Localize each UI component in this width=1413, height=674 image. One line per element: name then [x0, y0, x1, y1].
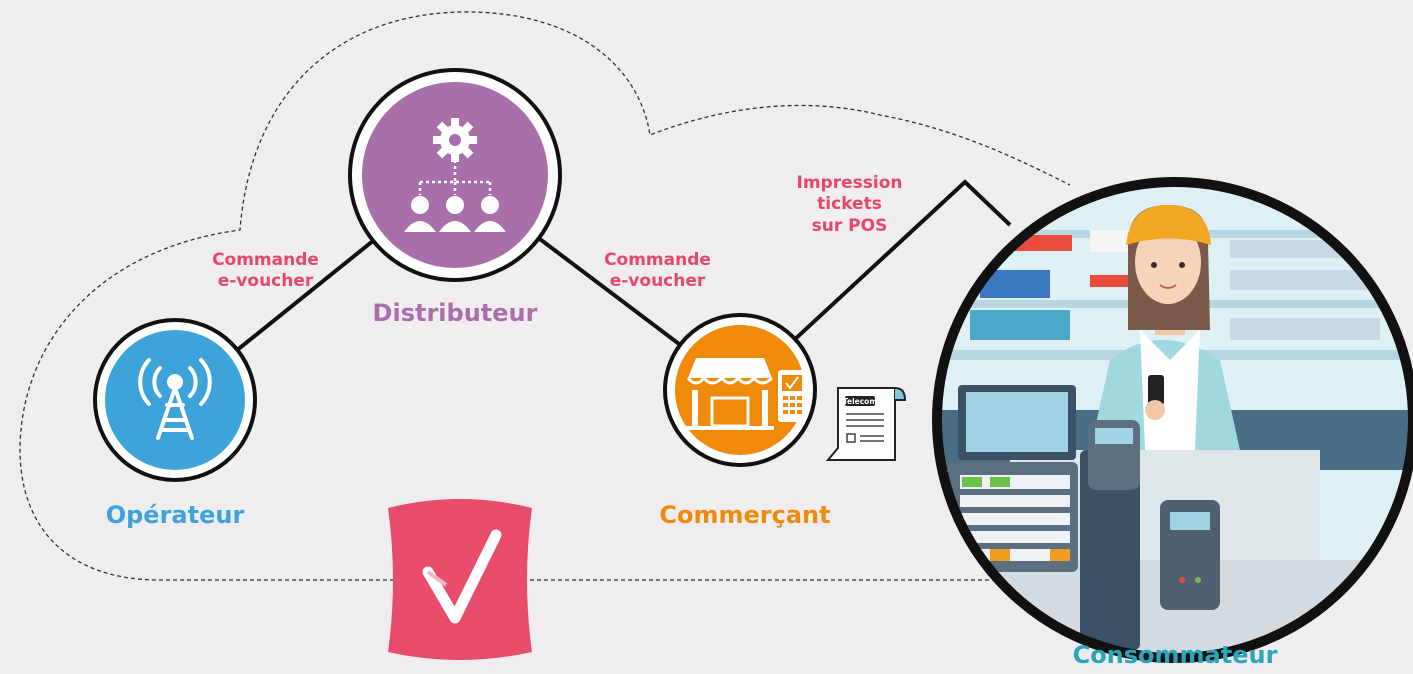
consommateur-label: Consommateur [1072, 641, 1278, 669]
edge-label-dist-comm: Commande e-voucher [580, 250, 735, 293]
edge-label-line: Commande [212, 250, 319, 270]
edge-label-line: sur POS [811, 215, 888, 236]
commercant-node [663, 313, 817, 467]
gear-hierarchy-icon [404, 118, 506, 232]
edge-label-op-dist: Commande e-voucher [188, 250, 343, 293]
receipt-brand: Telecom [843, 397, 877, 406]
consommateur-node [932, 177, 1413, 663]
edge-label-line: Impression [796, 173, 903, 193]
cloud-outline [19, 11, 1071, 581]
store-illustration [937, 182, 1413, 658]
operateur-label: Opérateur [105, 501, 245, 529]
edge-label-line: e-voucher [217, 271, 314, 292]
edge-label-comm-cons: Impression tickets sur POS [772, 173, 927, 237]
edge-label-line: tickets [817, 194, 882, 215]
antenna-tower-icon [138, 358, 212, 440]
edge-label-line: e-voucher [609, 271, 706, 292]
receipt-icon: Telecom [825, 387, 907, 461]
shop-terminal-icon [686, 358, 806, 430]
checkmark-logo-icon [388, 499, 532, 660]
distributeur-node [348, 68, 562, 282]
commercant-label: Commerçant [659, 501, 831, 529]
distributeur-label: Distributeur [372, 299, 538, 327]
operateur-node [93, 318, 257, 482]
edge-label-line: Commande [604, 250, 711, 270]
